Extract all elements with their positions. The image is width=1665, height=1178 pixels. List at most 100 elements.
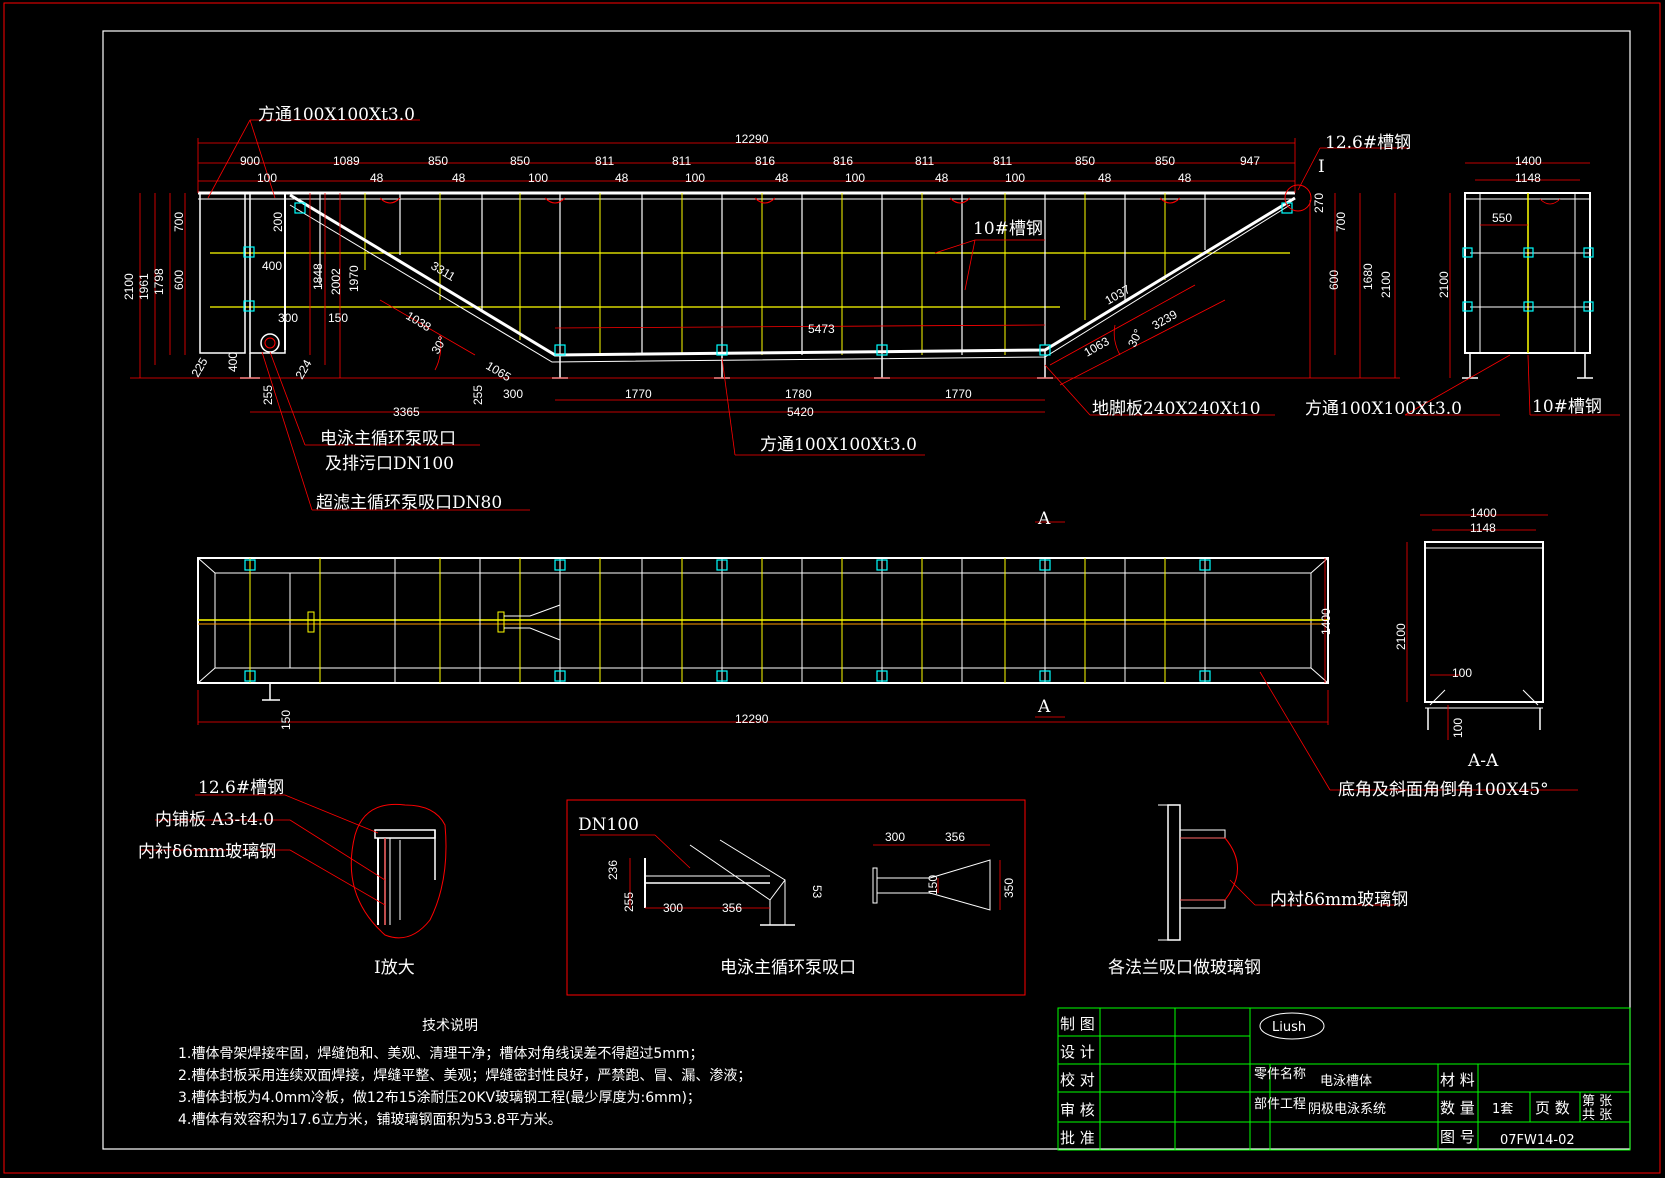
dim-slope-right: 1037 xyxy=(1103,282,1133,308)
section-aa xyxy=(1406,514,1548,740)
label-uf-inlet: 超滤主循环泵吸口DN80 xyxy=(316,493,502,513)
label-section-mark-top: A xyxy=(1037,509,1051,529)
dim-seg: 850 xyxy=(510,154,530,168)
dim-slope-right: 30° xyxy=(1125,327,1145,350)
dim-sub: 48 xyxy=(1178,171,1192,185)
tb-row: 设 计 xyxy=(1060,1043,1095,1061)
dim-left-h: 2100 xyxy=(122,273,136,300)
dim-aa-100b: 100 xyxy=(1451,718,1465,738)
dim-side-550: 550 xyxy=(1492,211,1512,225)
label-detail-lining: 内衬δ6mm玻璃钢 xyxy=(138,842,276,862)
tb-qty-label: 数 量 xyxy=(1440,1099,1475,1117)
dim-sub: 100 xyxy=(528,171,548,185)
dim-left-h: 1961 xyxy=(137,273,151,300)
dim-side-inner: 1148 xyxy=(1515,171,1541,185)
label-flange-title: 各法兰吸口做玻璃钢 xyxy=(1108,958,1261,978)
dim-255a: 255 xyxy=(261,385,275,405)
tb-drawing-no-label: 图 号 xyxy=(1440,1128,1475,1146)
dim-seg: 816 xyxy=(833,154,853,168)
dim-slope-left: 30° xyxy=(428,334,449,357)
label-square-tube-bottom: 方通100X100Xt3.0 xyxy=(760,435,917,455)
label-channel-10: 10#槽钢 xyxy=(973,219,1043,239)
dim-side-height: 2100 xyxy=(1437,271,1451,298)
dim-bottom-span: 1770 xyxy=(625,387,652,401)
dim-sub: 48 xyxy=(452,171,466,185)
notes-title: 技术说明 xyxy=(422,1018,478,1034)
label-side-channel-10: 10#槽钢 xyxy=(1532,397,1602,417)
title-block xyxy=(1057,1007,1631,1151)
dim-bottom-span: 1770 xyxy=(945,387,972,401)
note-item: 1.槽体骨架焊接牢固，焊缝饱和、美观、清理干净；槽体对角线误差不得超过5mm； xyxy=(178,1045,704,1062)
dim-sub: 100 xyxy=(845,171,865,185)
dim-left-h: 2002 xyxy=(329,268,343,295)
dim-225: 225 xyxy=(188,355,210,380)
tb-row: 审 核 xyxy=(1060,1101,1095,1119)
dim-pump2: 300 xyxy=(885,830,905,844)
dim-slope-left: 1038 xyxy=(403,309,433,335)
dim-slope-right: 3239 xyxy=(1150,307,1180,333)
label-channel-126: 12.6#槽钢 xyxy=(1325,133,1411,153)
tb-pages-label: 页 数 xyxy=(1535,1099,1570,1117)
dim-bottom-span: 1780 xyxy=(785,387,812,401)
dim-150: 150 xyxy=(328,311,348,325)
tb-row: 校 对 xyxy=(1060,1071,1095,1089)
tb-logo: Liush xyxy=(1272,1020,1306,1035)
dim-seg: 900 xyxy=(240,154,260,168)
plan-view xyxy=(197,521,1578,791)
dim-slope-right: 1063 xyxy=(1082,334,1112,360)
label-pump-detail-title: 电泳主循环泵吸口 xyxy=(720,958,856,978)
dim-255b: 255 xyxy=(471,385,485,405)
dim-seg: 811 xyxy=(595,154,614,168)
dim-middle: 5473 xyxy=(808,322,835,336)
label-detail-channel: 12.6#槽钢 xyxy=(198,778,284,798)
dim-seg: 811 xyxy=(993,154,1012,168)
pump-inlet-detail xyxy=(566,799,1026,996)
label-detail-i-mark: I xyxy=(1318,157,1325,177)
label-detail-plate: 内铺板 A3-t4.0 xyxy=(155,810,274,830)
dim-left-h: 600 xyxy=(172,270,186,290)
dim-aa-100a: 100 xyxy=(1452,666,1472,680)
tb-part-name-label: 零件名称 xyxy=(1254,1066,1306,1082)
dim-aa-inner: 1148 xyxy=(1470,521,1496,535)
dim-sub: 48 xyxy=(1098,171,1112,185)
dim-pump: 53 xyxy=(810,885,824,899)
side-view xyxy=(1404,162,1620,416)
dim-right-h: 1680 xyxy=(1361,263,1375,290)
dim-sub: 48 xyxy=(615,171,629,185)
dim-right-h: 2100 xyxy=(1379,271,1393,298)
tb-total-label: 共 张 xyxy=(1582,1108,1612,1123)
dim-pump2: 350 xyxy=(1002,878,1016,898)
dim-aa-width: 1400 xyxy=(1470,506,1497,520)
label-foot-plate: 地脚板240X240Xt10 xyxy=(1092,399,1261,419)
label-section-mark-bottom: A xyxy=(1037,697,1051,717)
dim-side-width: 1400 xyxy=(1515,154,1542,168)
technical-notes: 技术说明 1.槽体骨架焊接牢固，焊缝饱和、美观、清理干净；槽体对角线误差不得超过… xyxy=(178,1018,751,1128)
tb-qty: 1套 xyxy=(1492,1101,1513,1117)
tb-drawing-no: 07FW14-02 xyxy=(1500,1133,1575,1148)
dim-300b: 300 xyxy=(503,387,523,401)
dimension-texts: 12290 900 1089 850 850 811 811 816 816 8… xyxy=(122,132,1542,915)
dim-pump: 236 xyxy=(606,860,620,880)
label-section-aa: A-A xyxy=(1467,751,1499,771)
dim-sub: 100 xyxy=(1005,171,1025,185)
dim-left-h: 700 xyxy=(172,212,186,232)
dim-right-h: 700 xyxy=(1334,212,1348,232)
inner-border xyxy=(102,30,1631,1150)
dim-pump: 356 xyxy=(722,901,742,915)
dim-pump: 255 xyxy=(622,892,636,912)
note-item: 4.槽体有效容积为17.6立方米，铺玻璃钢面积为53.8平方米。 xyxy=(178,1111,562,1128)
elevation-view xyxy=(130,119,1410,511)
dim-sub: 48 xyxy=(370,171,384,185)
label-pump-inlet-2: 及排污口DN100 xyxy=(325,454,454,474)
label-square-tube-top: 方通100X100Xt3.0 xyxy=(258,105,415,125)
dim-left-h: 400 xyxy=(262,259,282,273)
dim-plan-150: 150 xyxy=(279,710,293,730)
dim-seg: 1089 xyxy=(333,154,360,168)
note-item: 3.槽体封板为4.0mm冷板，做12布15涂耐压20KV玻璃钢工程(最少厚度为:… xyxy=(178,1089,701,1106)
dim-left-h: 1970 xyxy=(347,265,361,292)
dim-300: 300 xyxy=(278,311,298,325)
tb-row: 批 准 xyxy=(1060,1129,1095,1147)
dim-plan-width: 1400 xyxy=(1319,608,1333,635)
label-pump-inlet-1: 电泳主循环泵吸口 xyxy=(320,429,456,449)
label-detail-i-title: I放大 xyxy=(374,958,415,978)
